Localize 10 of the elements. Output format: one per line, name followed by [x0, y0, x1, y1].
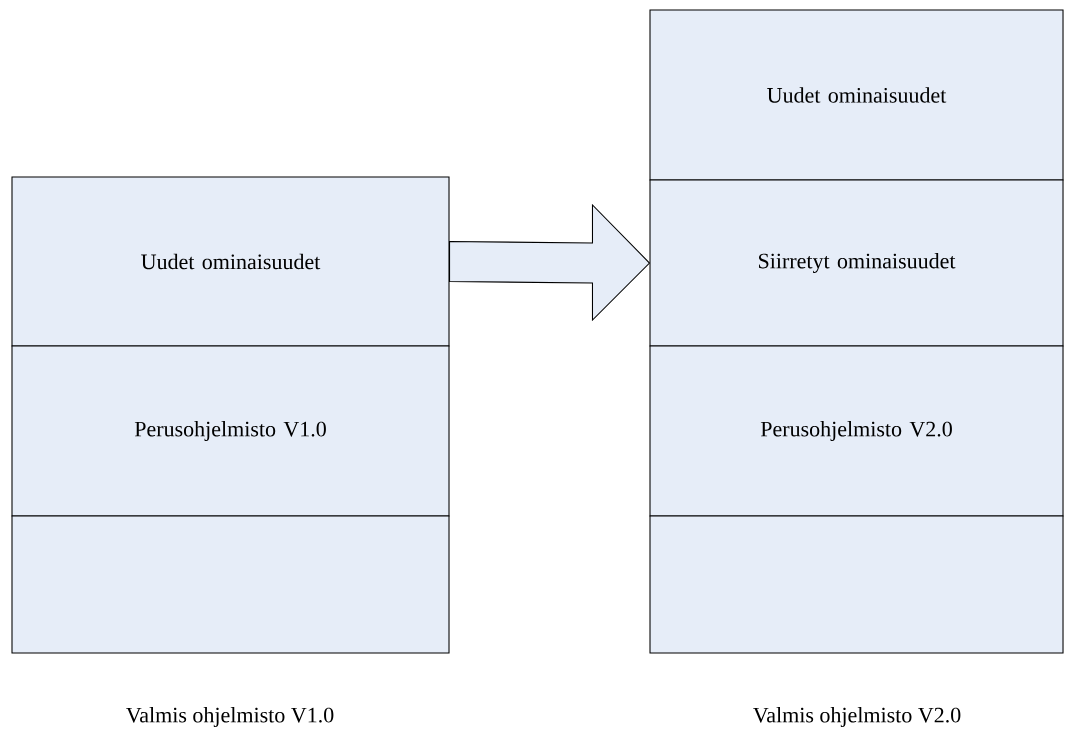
caption: Valmis ohjelmisto V1.0	[126, 707, 334, 727]
layer-box	[649, 515, 1064, 654]
layer-box	[11, 515, 450, 654]
block-arrow	[449, 203, 651, 322]
caption: Valmis ohjelmisto V2.0	[753, 707, 961, 727]
layer-box: Uudet ominaisuudet	[649, 9, 1064, 181]
layer-box: Perusohjelmisto V2.0	[649, 345, 1064, 517]
layer-box: Perusohjelmisto V1.0	[11, 345, 450, 517]
layer-box: Uudet ominaisuudet	[11, 176, 450, 347]
layer-box: Siirretyt ominaisuudet	[649, 179, 1064, 347]
